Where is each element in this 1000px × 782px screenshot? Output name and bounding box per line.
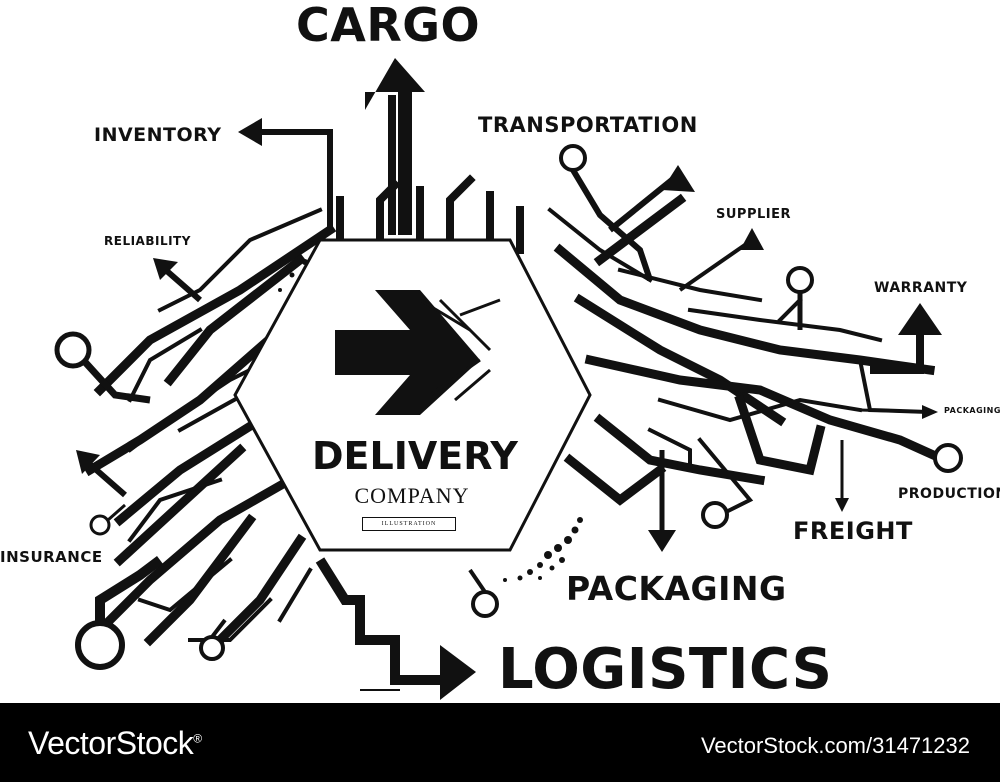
label-logistics: LOGISTICS (498, 637, 833, 702)
label-inventory: INVENTORY (94, 124, 222, 146)
node-circle-icon (701, 501, 729, 529)
node-circle-icon (75, 620, 125, 670)
grunge-lines-top (336, 174, 524, 254)
node-circle-icon (199, 635, 225, 661)
node-circle-icon (933, 443, 963, 473)
footer-bar: VectorStock® VectorStock.com/31471232 (0, 703, 1000, 782)
footer-brand-text: VectorStock (28, 725, 194, 761)
label-warranty: WARRANTY (874, 280, 968, 296)
label-production: PRODUCTION (898, 486, 1000, 502)
node-circle-icon (559, 144, 587, 172)
footer-image-code: VectorStock.com/31471232 (700, 733, 970, 758)
emblem-title: DELIVERY (312, 434, 518, 478)
footer-brand: VectorStock® (28, 725, 202, 762)
delivery-network-illustration (54, 58, 963, 700)
inventory-arrow-icon (245, 129, 333, 230)
label-reliability: RELIABILITY (104, 234, 191, 248)
label-cargo: CARGO (296, 0, 481, 52)
node-circle-icon (54, 331, 92, 369)
node-circle-icon (786, 266, 814, 294)
label-insurance: INSURANCE (0, 548, 103, 566)
node-circle-icon (89, 514, 111, 536)
emblem-tag: ILLUSTRATION (362, 517, 456, 531)
label-freight: FREIGHT (793, 517, 913, 545)
label-transportation: TRANSPORTATION (478, 113, 698, 137)
label-packaging: PACKAGING (566, 569, 787, 608)
emblem-subtitle: COMPANY (354, 483, 470, 508)
label-packaging-small: PACKAGING (944, 406, 1000, 415)
footer-brand-mark: ® (193, 731, 202, 746)
grunge-lines-right (553, 193, 946, 506)
cargo-up-arrow-icon (365, 58, 425, 235)
label-supplier: SUPPLIER (716, 207, 791, 222)
node-circle-icon (471, 590, 499, 618)
